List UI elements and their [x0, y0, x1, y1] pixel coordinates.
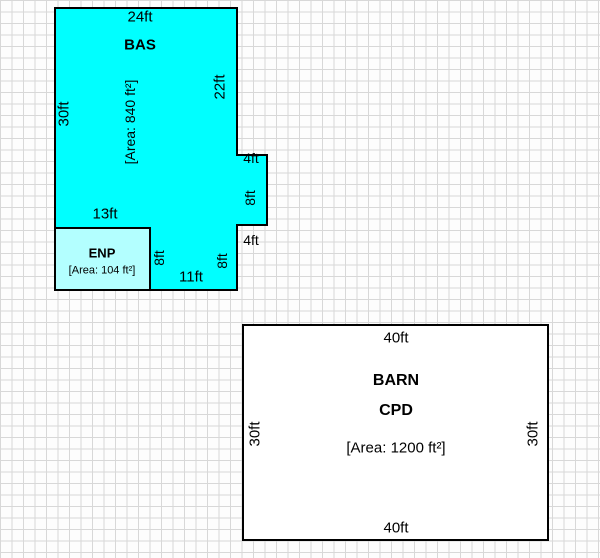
- bas-dim-interior: 13ft: [92, 205, 118, 223]
- bas-dim-lower-right: 8ft: [214, 253, 230, 269]
- bas-dim-bottom: 11ft: [179, 268, 203, 286]
- enp-area-shape[interactable]: [54, 227, 151, 291]
- barn-room-label: BARN: [372, 372, 420, 389]
- barn-type-label: CPD: [379, 402, 413, 419]
- enp-dim-side: 8ft: [151, 250, 167, 266]
- bas-dim-step-top: 4ft: [243, 150, 259, 166]
- enp-room-label: ENP: [88, 245, 116, 261]
- barn-dim-right: 30ft: [524, 421, 542, 447]
- bas-dim-right: 22ft: [211, 74, 229, 100]
- bas-area-label: [Area: 840 ft²]: [122, 79, 138, 165]
- barn-dim-left: 30ft: [246, 421, 264, 447]
- bas-dim-top: 24ft: [127, 8, 153, 26]
- bas-room-label: BAS: [124, 36, 156, 54]
- barn-dim-top: 40ft: [383, 329, 409, 347]
- bas-dim-step-bottom: 4ft: [243, 232, 259, 248]
- bas-dim-left: 30ft: [55, 101, 73, 127]
- barn-dim-bottom: 40ft: [383, 519, 409, 537]
- barn-area-label: [Area: 1200 ft²]: [346, 439, 446, 457]
- barn-area-shape[interactable]: [242, 324, 549, 541]
- enp-area-label: [Area: 104 ft²]: [68, 264, 136, 277]
- bas-dim-step-side: 8ft: [242, 190, 258, 206]
